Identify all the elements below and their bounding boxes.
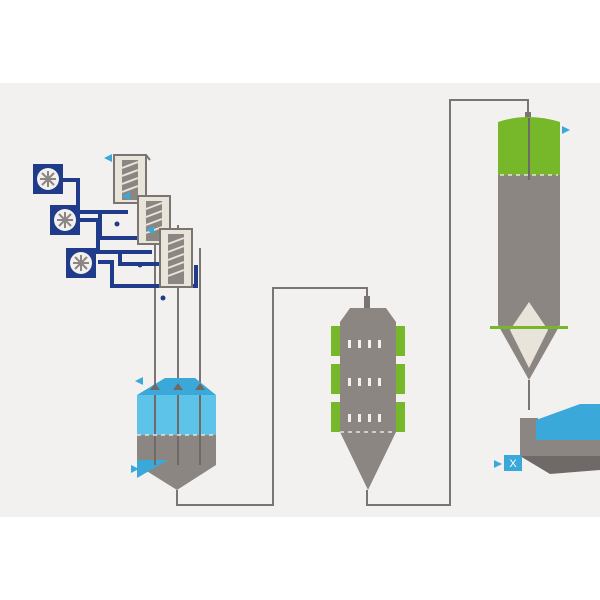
fan-icon [57, 212, 73, 228]
fan-unit-2 [50, 205, 80, 235]
fan-unit-3 [66, 248, 96, 278]
heat-exchanger-1 [113, 154, 151, 227]
fan-unit-1 [33, 164, 63, 194]
x-valve-icon: X [509, 458, 517, 470]
cyclone-hopper [137, 378, 216, 490]
collector: X [504, 404, 600, 474]
heat-exchanger-3 [159, 228, 193, 301]
pipe-hopper-to-tower [176, 287, 368, 506]
pipe-tower-to-dryer [366, 99, 529, 506]
fan-icon [73, 255, 89, 271]
flow-arrows-cyan [104, 126, 570, 473]
fan-icon [40, 171, 56, 187]
spray-dryer [490, 112, 568, 410]
scrubber-tower [331, 296, 405, 490]
